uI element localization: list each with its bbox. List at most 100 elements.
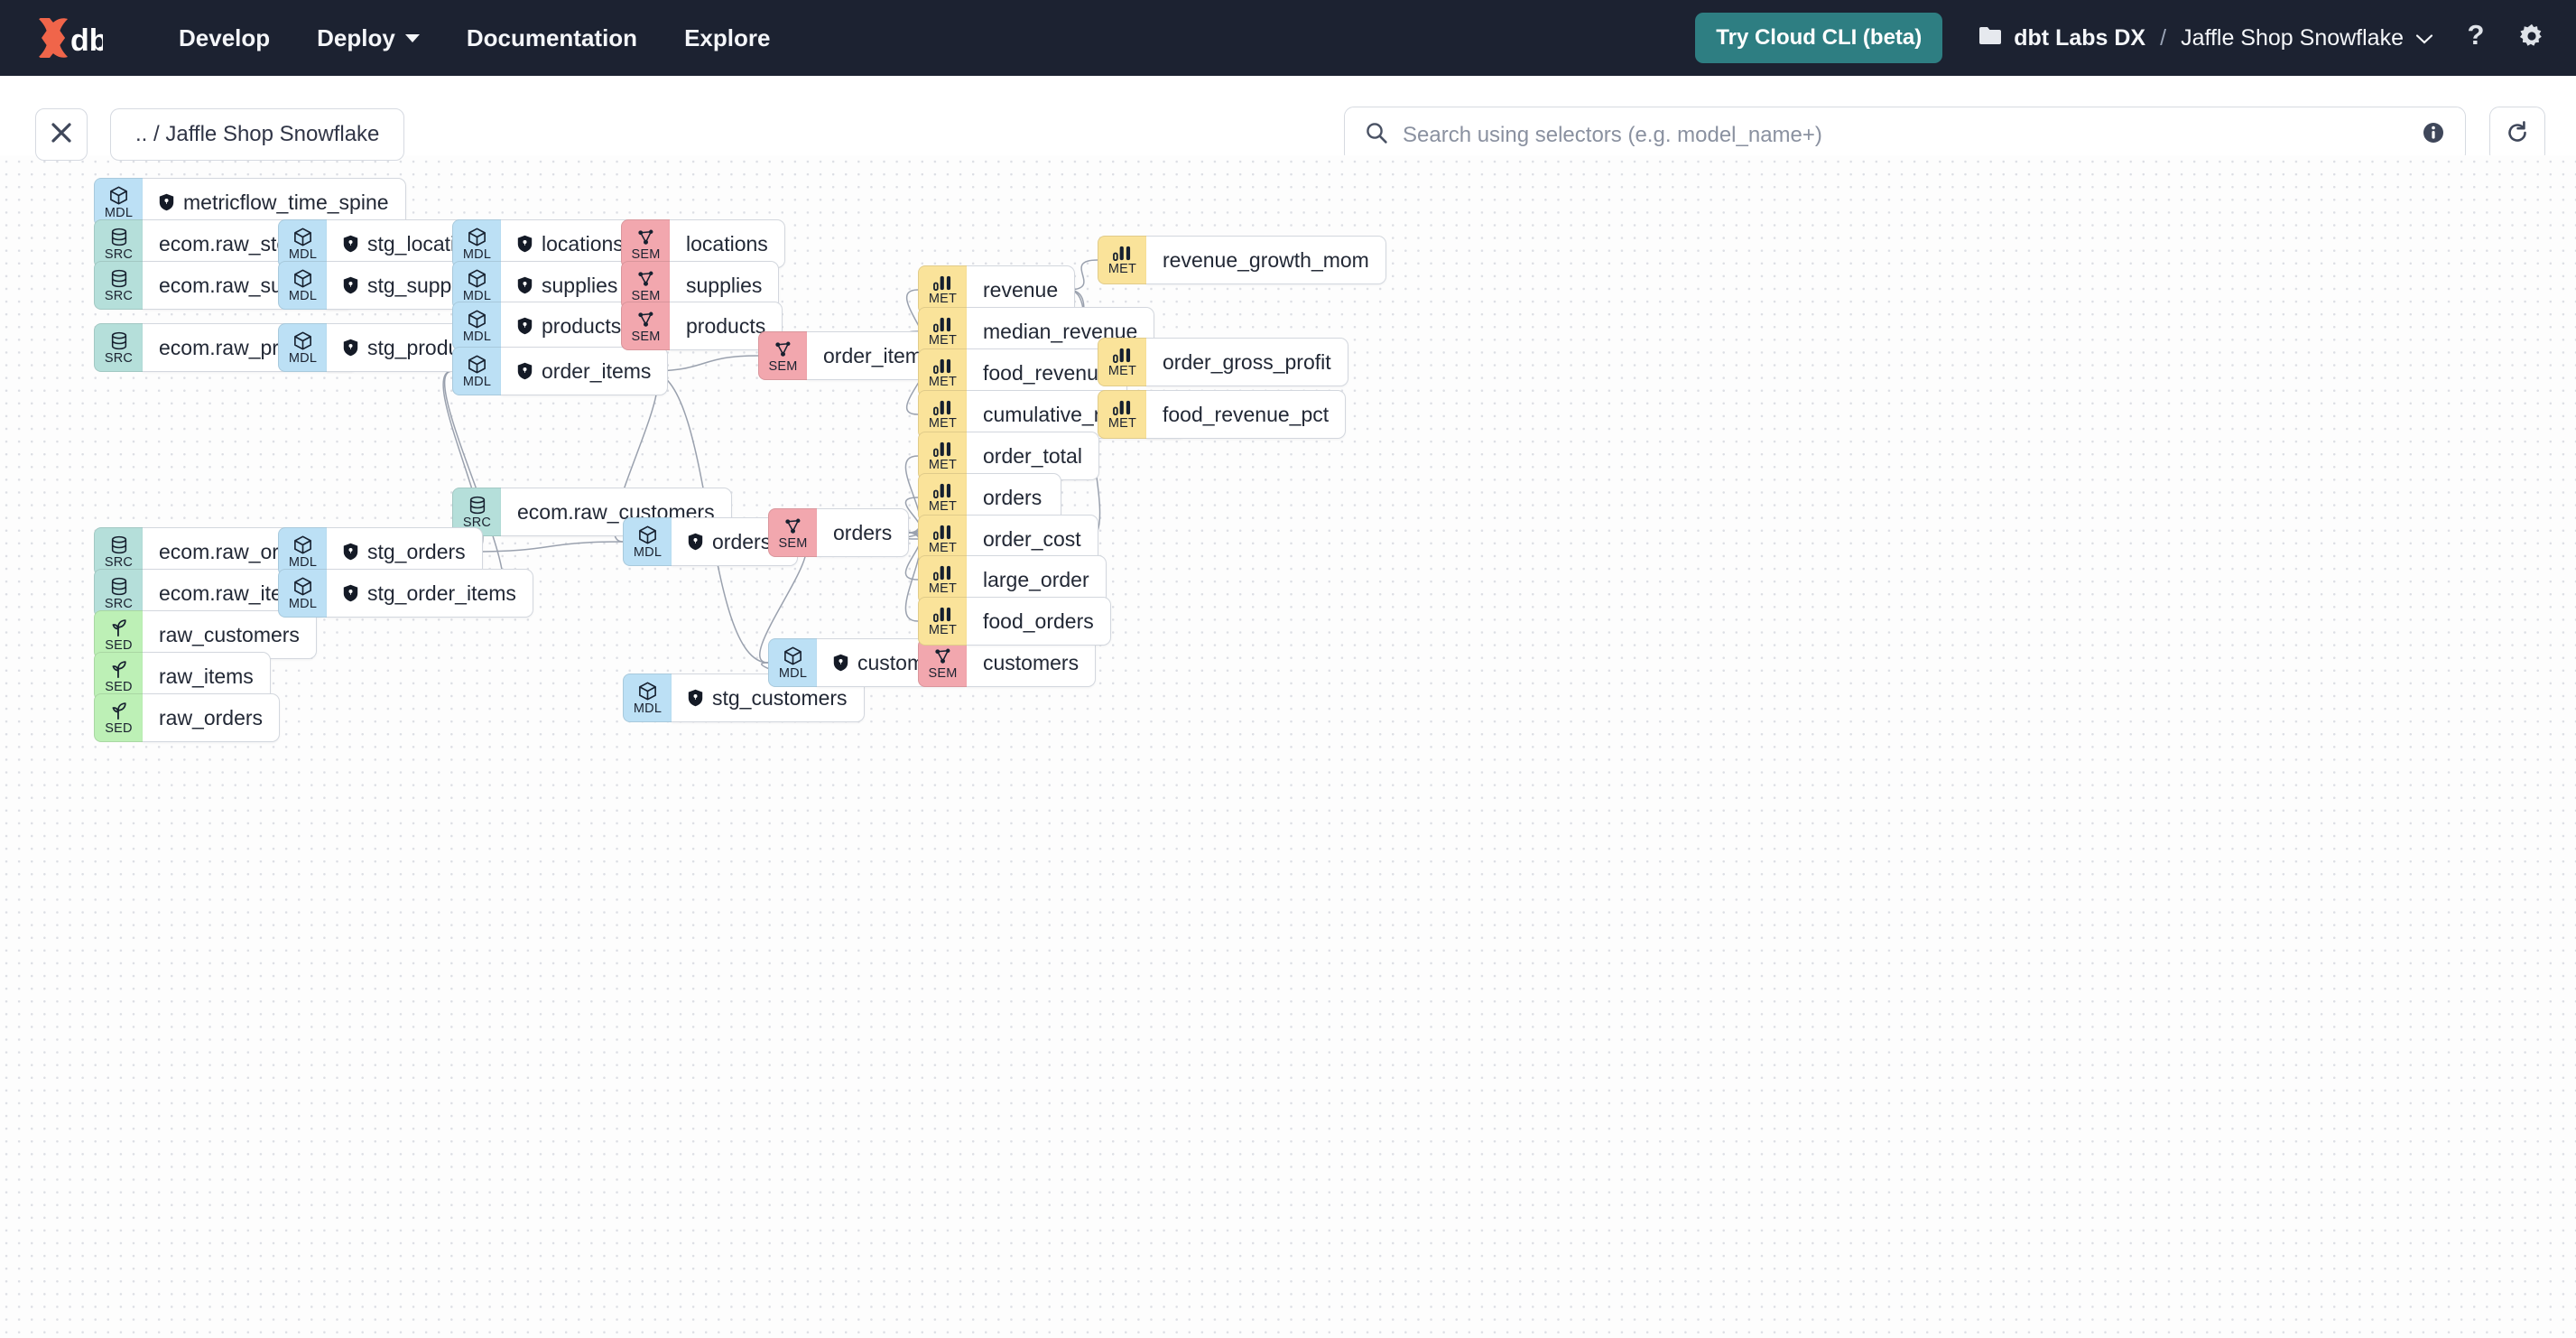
node-type-badge-src: SRC — [94, 219, 143, 268]
node-type-label: SRC — [104, 350, 134, 366]
lineage-edge-sem_orders-to-met_large_order — [904, 532, 922, 581]
contract-shield-icon — [517, 317, 533, 335]
node-type-label: MET — [928, 581, 958, 597]
cube-icon — [637, 525, 658, 545]
node-type-label: MDL — [288, 350, 318, 366]
node-body: order_item — [807, 331, 940, 380]
node-type-label: MDL — [288, 288, 318, 303]
info-icon[interactable] — [2422, 121, 2445, 149]
node-type-label: MDL — [633, 701, 663, 716]
account-name-label: dbt Labs DX — [2014, 24, 2146, 51]
nav-link-documentation-label: Documentation — [466, 23, 638, 51]
nav-link-documentation[interactable]: Documentation — [443, 15, 661, 61]
node-type-label: MET — [928, 375, 958, 390]
graph-icon — [635, 268, 656, 289]
close-icon — [50, 121, 73, 149]
search-bar[interactable] — [1344, 107, 2466, 163]
node-type-badge-mdl: MDL — [768, 638, 817, 687]
lineage-node-met_large_order[interactable]: MET large_order — [918, 555, 1107, 604]
node-label: supplies — [686, 273, 763, 297]
node-type-badge-mdl: MDL — [452, 219, 501, 268]
close-button[interactable] — [35, 108, 88, 161]
help-question-mark-icon[interactable]: ? — [2464, 19, 2488, 57]
node-label: ecom.raw_stores — [159, 231, 318, 256]
node-label: food_revenue — [983, 360, 1110, 385]
gear-icon[interactable] — [2518, 23, 2545, 54]
node-body: raw_items — [143, 652, 271, 701]
lineage-node-mdl_locations[interactable]: MDL locations — [452, 219, 641, 268]
bar-chart-icon — [932, 605, 953, 623]
node-type-badge-met: MET — [1098, 338, 1146, 386]
node-label: orders — [983, 485, 1042, 509]
node-body: large_order — [967, 555, 1107, 604]
node-type-badge-met: MET — [918, 348, 967, 397]
contract-shield-icon — [517, 362, 533, 380]
node-type-label: SED — [105, 637, 133, 653]
node-type-label: MET — [928, 292, 958, 307]
node-type-label: SRC — [104, 554, 134, 570]
nav-link-develop[interactable]: Develop — [155, 15, 293, 61]
search-input[interactable] — [1403, 122, 2422, 148]
bar-chart-icon — [932, 563, 953, 581]
node-type-badge-sem: SEM — [918, 638, 967, 687]
bar-chart-icon — [932, 274, 953, 292]
breadcrumb-pill[interactable]: .. / Jaffle Shop Snowflake — [110, 108, 405, 161]
contract-shield-icon — [688, 689, 703, 707]
node-type-label: MET — [928, 333, 958, 348]
node-type-label: MDL — [288, 554, 318, 570]
node-label: order_item — [823, 343, 922, 367]
node-label: locations — [542, 231, 624, 256]
node-type-badge-met: MET — [918, 307, 967, 356]
cube-icon — [783, 646, 803, 666]
cube-icon — [467, 268, 487, 289]
node-type-label: SRC — [104, 246, 134, 262]
cube-icon — [292, 268, 313, 289]
try-cloud-cli-button[interactable]: Try Cloud CLI (beta) — [1695, 13, 1943, 63]
node-label: food_revenue_pct — [1163, 402, 1330, 426]
lineage-node-stg_orders[interactable]: MDL stg_orders — [278, 527, 483, 576]
node-body: median_revenue — [967, 307, 1155, 356]
lineage-node-sed_raw_orders[interactable]: SED raw_orders — [94, 693, 281, 742]
node-type-badge-sed: SED — [94, 693, 143, 742]
dbt-logo-link[interactable]: dbt — [34, 13, 103, 63]
lineage-node-met_median_revenue[interactable]: MET median_revenue — [918, 307, 1155, 356]
node-label: products — [686, 313, 766, 338]
nav-link-explore[interactable]: Explore — [661, 15, 793, 61]
node-type-label: SEM — [768, 358, 798, 374]
nav-link-deploy[interactable]: Deploy — [293, 15, 443, 61]
node-label: stg_orders — [367, 539, 466, 563]
refresh-button[interactable] — [2489, 107, 2545, 163]
node-type-badge-src: SRC — [94, 323, 143, 372]
node-type-badge-mdl: MDL — [452, 302, 501, 350]
node-type-badge-src: SRC — [94, 261, 143, 310]
graph-icon — [773, 339, 793, 359]
account-project-breadcrumb[interactable]: dbt Labs DX / Jaffle Shop Snowflake — [1978, 25, 2433, 51]
contract-shield-icon — [343, 276, 358, 294]
node-type-label: SRC — [104, 596, 134, 611]
node-type-badge-mdl: MDL — [278, 219, 327, 268]
node-label: median_revenue — [983, 319, 1138, 343]
node-type-label: MET — [1107, 364, 1137, 379]
node-label: raw_orders — [159, 705, 264, 729]
node-type-badge-met: MET — [918, 265, 967, 314]
lineage-node-sem_order_item[interactable]: SEM order_item — [758, 331, 940, 380]
node-type-label: MDL — [288, 596, 318, 611]
